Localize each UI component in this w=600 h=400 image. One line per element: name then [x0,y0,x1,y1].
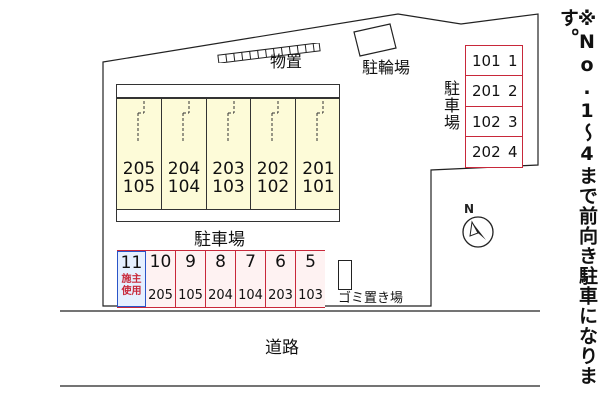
right-lot-unit: 101 [472,52,501,70]
parking-lot-7: 7 104 [236,251,266,307]
side-note: ※No.1〜4まで前向き駐車になります。 [557,8,598,386]
storage-shed [217,43,321,63]
right-lot-number: 1 [508,52,518,70]
floorplan-mark [227,101,235,141]
right-lot-number: 4 [508,142,518,161]
right-lot-unit: 202 [472,142,501,161]
floorplan-mark [271,101,279,141]
building-unit: 205 105 [117,99,162,209]
right-lot-3: 102 3 [466,107,522,137]
parking-lot-6: 6 203 [266,251,296,307]
right-lot-unit: 201 [472,82,501,101]
unit-lower-number: 102 [256,177,290,197]
parking-lot-8: 8 204 [206,251,236,307]
building-bottom-band [116,210,340,222]
parking-lot-number: 6 [275,252,286,272]
unit-lower-number: 104 [167,177,201,197]
building-unit: 202 102 [251,99,296,209]
right-lot-2: 201 2 [466,76,522,107]
right-lot-1: 101 1 [466,46,522,77]
bike-parking-label: 駐輪場 [362,58,411,77]
parking-lot-number: 5 [305,252,316,272]
right-lot-unit: 102 [472,112,501,131]
right-lot-number: 2 [508,82,518,101]
parking-lot-unit: 203 [268,288,293,303]
garbage-label: ゴミ置き場 [338,291,404,306]
storage-label: 物置 [270,52,303,71]
building-top-band [116,84,340,98]
unit-upper-number: 205 [122,159,156,179]
unit-lower-number: 103 [212,177,245,197]
unit-upper-number: 203 [212,159,245,179]
right-lot-number: 3 [508,112,518,131]
parking-lot-11: 11 施主使用 [117,251,146,307]
parking-lot-unit: 105 [178,288,203,303]
unit-upper-number: 201 [302,159,335,179]
garbage-bin [338,260,352,290]
unit-lower-number: 101 [302,177,335,197]
apartment-building: 205 105 204 104 203 103 202 102 201 101 [116,98,340,210]
parking-lot-number: 7 [245,252,256,272]
floorplan-mark [137,101,145,141]
unit-lower-number: 105 [122,177,156,197]
right-parking-lots: 101 1 201 2 102 3 202 4 [465,45,523,168]
building-unit: 203 103 [207,99,251,209]
road-label: 道路 [265,338,299,358]
right-parking-label: 駐車場 [441,80,460,131]
compass-north-letter: N [464,202,474,216]
parking-lot-10: 10 205 [146,251,176,307]
parking-lot-unit: 103 [298,288,323,303]
building-unit: 204 104 [162,99,207,209]
parking-lot-9: 9 105 [176,251,206,307]
parking-lot-number: 10 [149,252,172,272]
parking-lot-unit: 205 [148,288,173,303]
floorplan-mark [316,101,324,141]
parking-lot-number: 8 [215,252,226,272]
parking-lot-5: 5 103 [296,251,325,307]
north-compass-icon: N [462,202,494,248]
bottom-parking-lots: 11 施主使用 10 205 9 105 8 204 7 104 6 203 5… [117,250,325,308]
right-lot-4: 202 4 [466,137,522,167]
parking-lot-unit: 104 [238,288,263,303]
parking-lot-number: 11 [120,253,143,273]
bike-parking-shape [353,23,397,57]
parking-lot-unit: 204 [208,288,233,303]
bottom-parking-label: 駐車場 [194,230,245,250]
parking-lot-number: 9 [185,252,196,272]
unit-upper-number: 202 [256,159,290,179]
floorplan-mark [182,101,190,141]
unit-upper-number: 204 [167,159,201,179]
building-unit: 201 101 [296,99,341,209]
owner-use-label: 施主使用 [121,274,142,297]
